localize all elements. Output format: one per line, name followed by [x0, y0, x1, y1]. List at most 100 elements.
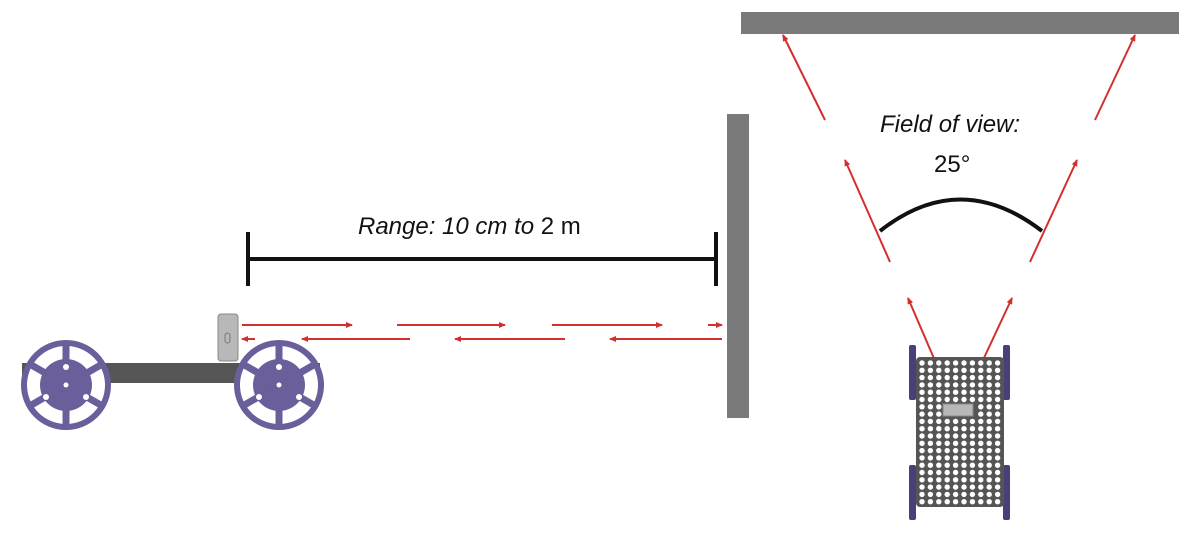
plate-hole [978, 440, 984, 446]
plate-hole [969, 433, 976, 439]
plate-hole [919, 418, 925, 425]
plate-hole [969, 469, 976, 476]
plate-hole [969, 455, 976, 461]
plate-hole [994, 462, 1001, 468]
plate-hole [994, 491, 1001, 498]
plate-hole [978, 389, 984, 395]
plate-hole [927, 396, 934, 403]
plate-hole [978, 411, 984, 417]
plate-hole [986, 440, 992, 446]
plate-hole [994, 455, 1001, 461]
plate-hole [919, 477, 925, 483]
plate-hole [961, 396, 967, 403]
plate-hole [919, 469, 925, 476]
plate-hole [952, 396, 959, 403]
plate-hole [986, 360, 992, 366]
distance-sensor-top [942, 403, 974, 417]
plate-hole [936, 433, 942, 439]
plate-hole [952, 469, 959, 476]
plate-hole [986, 426, 992, 432]
plate-hole [927, 484, 934, 490]
plate-hole [994, 396, 1001, 403]
plate-hole [986, 382, 992, 388]
plate-hole [961, 433, 967, 439]
plate-hole [978, 382, 984, 388]
fov-ray [782, 34, 826, 121]
plate-hole [927, 374, 934, 381]
plate-hole [944, 440, 950, 446]
plate-hole [927, 447, 934, 454]
plate-hole [961, 462, 967, 468]
plate-hole [927, 367, 934, 373]
fov-rays [782, 34, 1136, 406]
plate-hole [944, 455, 950, 461]
plate-hole [986, 374, 992, 381]
plate-hole [978, 491, 984, 498]
plate-hole [994, 374, 1001, 381]
plate-hole [986, 447, 992, 454]
plate-hole [936, 499, 942, 505]
fov-title: Field of view: [880, 111, 1020, 138]
plate-hole [919, 367, 925, 373]
fov-ray [1094, 34, 1136, 121]
plate-hole [936, 447, 942, 454]
plate-hole [952, 491, 959, 498]
plate-hole [919, 389, 925, 395]
plate-hole [994, 440, 1001, 446]
plate-hole [969, 367, 976, 373]
plate-hole [969, 360, 976, 366]
plate-hole [969, 374, 976, 381]
plate-hole [978, 462, 984, 468]
plate-hole [936, 426, 942, 432]
range-bracket [246, 232, 718, 286]
plate-hole [927, 462, 934, 468]
plate-hole [986, 499, 992, 505]
plate-hole [986, 462, 992, 468]
plate-hole [978, 477, 984, 483]
plate-hole [952, 389, 959, 395]
plate-hole [969, 462, 976, 468]
plate-hole [936, 367, 942, 373]
plate-hole [994, 404, 1001, 410]
plate-hole [961, 426, 967, 432]
plate-hole [961, 491, 967, 498]
plate-hole [944, 433, 950, 439]
plate-hole [994, 477, 1001, 483]
plate-hole [969, 477, 976, 483]
plate-hole [944, 418, 950, 425]
plate-hole [944, 469, 950, 476]
ceiling [741, 12, 1179, 34]
plate-hole [994, 433, 1001, 439]
distance-sensor [217, 313, 239, 362]
plate-hole [952, 477, 959, 483]
plate-hole [952, 462, 959, 468]
plate-hole [969, 447, 976, 454]
plate-hole [961, 484, 967, 490]
plate-hole [961, 418, 967, 425]
plate-hole [952, 499, 959, 505]
plate-hole [994, 426, 1001, 432]
plate-hole [961, 389, 967, 395]
plate-hole [978, 404, 984, 410]
plate-hole [936, 469, 942, 476]
plate-hole [969, 418, 976, 425]
plate-hole [927, 455, 934, 461]
plate-hole [986, 367, 992, 373]
plate-hole [994, 360, 1001, 366]
plate-hole [919, 360, 925, 366]
plate-hole [952, 418, 959, 425]
plate-hole [936, 462, 942, 468]
robot-side-view [21, 313, 324, 430]
plate-hole [969, 499, 976, 505]
plate-hole [944, 499, 950, 505]
plate-hole [927, 499, 934, 505]
plate-hole [944, 396, 950, 403]
plate-hole [961, 455, 967, 461]
plate-hole [986, 389, 992, 395]
plate-hole [978, 367, 984, 373]
plate-hole [969, 491, 976, 498]
plate-hole [994, 447, 1001, 454]
plate-hole [986, 477, 992, 483]
plate-hole [978, 418, 984, 425]
